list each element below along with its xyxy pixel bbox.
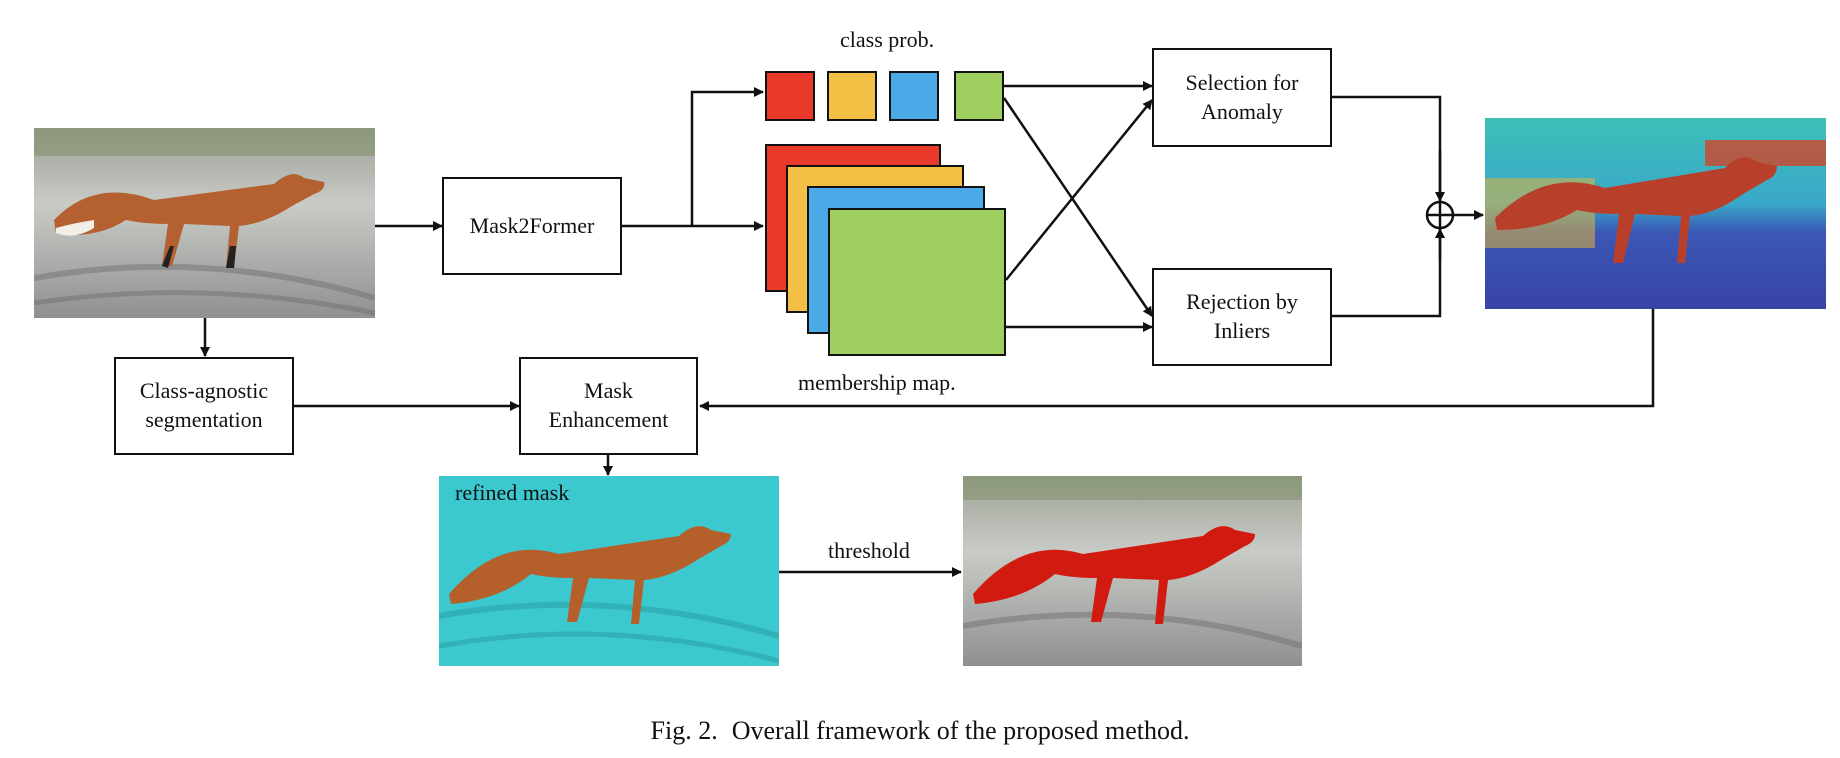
figure-caption: Fig. 2. Overall framework of the proposed… [0, 716, 1840, 746]
figure-number: Fig. 2. [650, 716, 718, 745]
membership-map-green [828, 208, 1006, 356]
input-fox-photo [34, 128, 375, 318]
mask2former-box: Mask2Former [442, 177, 622, 275]
class-prob-green [954, 71, 1004, 121]
anomaly-heatmap-photo [1485, 118, 1826, 309]
class-prob-red [765, 71, 815, 121]
rejection-by-inliers-box: Rejection by Inliers [1152, 268, 1332, 366]
refined-mask-photo [439, 476, 779, 666]
class-prob-blue [889, 71, 939, 121]
refined-mask-label: refined mask [455, 480, 570, 505]
class-prob-yellow [827, 71, 877, 121]
circled-plus-icon [1425, 200, 1455, 230]
threshold-result-photo [963, 476, 1302, 666]
membership-map-label: membership map. [798, 370, 956, 395]
class-agnostic-segmentation-box: Class-agnostic segmentation [114, 357, 294, 455]
threshold-label: threshold [828, 538, 910, 563]
mask-enhancement-box: Mask Enhancement [519, 357, 698, 455]
caption-text: Overall framework of the proposed method… [731, 716, 1190, 745]
selection-for-anomaly-box: Selection for Anomaly [1152, 48, 1332, 147]
class-prob-label: class prob. [840, 27, 935, 52]
